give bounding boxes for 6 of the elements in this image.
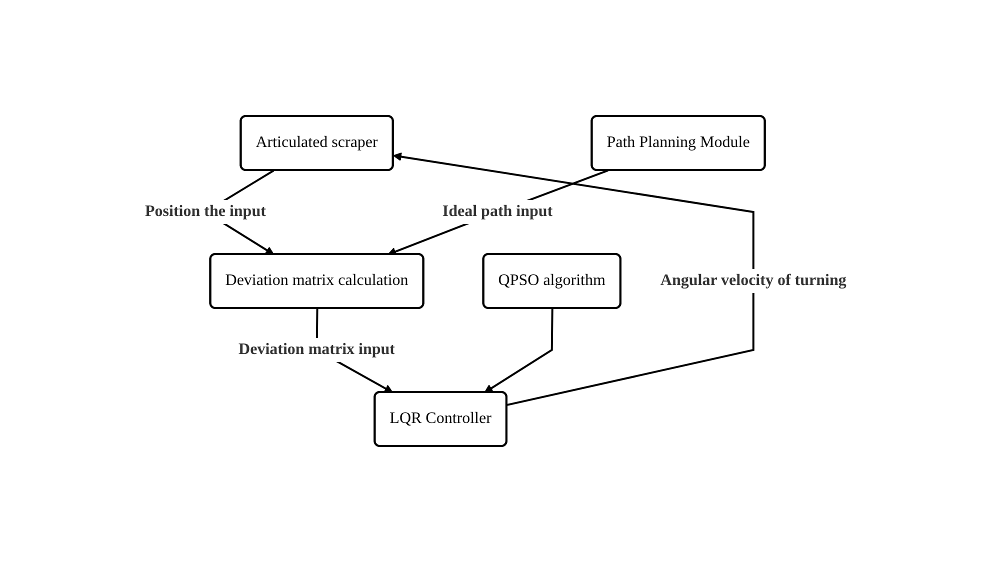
edge-label: Deviation matrix input (238, 340, 396, 358)
edge-label: Position the input (145, 202, 266, 220)
edge-label: Angular velocity of turning (660, 271, 847, 288)
edge-label: Ideal path input (442, 202, 553, 220)
arrow (484, 308, 554, 392)
arrow (393, 152, 755, 406)
